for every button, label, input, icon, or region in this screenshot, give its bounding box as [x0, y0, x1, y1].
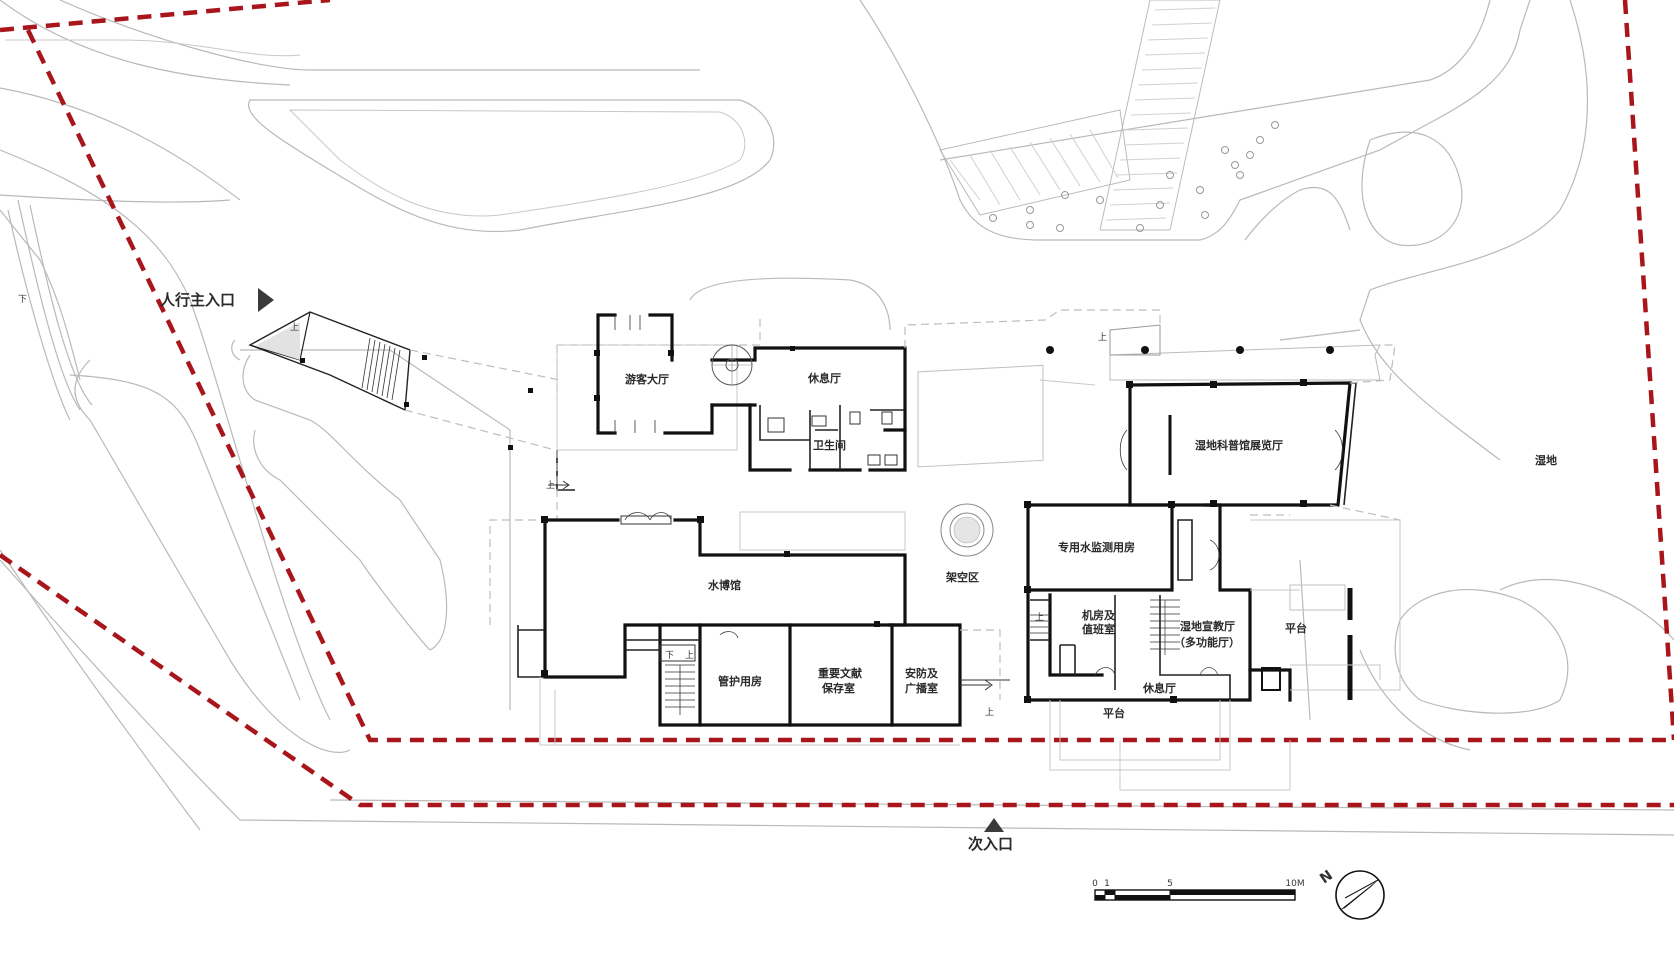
north-arrow-circle	[1335, 870, 1385, 920]
stair-up-label-entrance: 上	[290, 322, 299, 333]
stilt-area-feature	[917, 364, 1096, 557]
archive-room-label-2: 保存室	[821, 681, 855, 695]
wetland-classroom-label-1: 湿地宣教厅	[1180, 619, 1235, 633]
north-arrow: N	[1317, 867, 1385, 920]
machine-room-label-2: 值班室	[1082, 622, 1115, 636]
stair-up-label-east: 上	[1035, 612, 1044, 623]
stair-up-label-north: 上	[1098, 332, 1107, 343]
stair-down-label-museum: 下	[665, 651, 674, 661]
stair-up-label-south: 上	[985, 707, 994, 718]
north-arrow-needle-icon	[1340, 880, 1378, 910]
scale-tick-5: 5	[1167, 879, 1173, 889]
stair-down-label-left: 下	[18, 295, 27, 305]
scale-tick-0: 0	[1092, 879, 1098, 889]
site-boundary	[0, 0, 1674, 808]
platform-south-label: 平台	[1103, 706, 1125, 720]
wetland-label: 湿地	[1535, 453, 1557, 467]
visitor-hall-label: 游客大厅	[625, 372, 669, 386]
entrance-stair	[248, 311, 561, 451]
security-room-label-1: 安防及	[905, 666, 939, 680]
room-labels: 人行主入口 次入口 游客大厅 休息厅 卫生间 水博馆 架空区 湿地科普馆展览厅 …	[18, 291, 1557, 853]
water-museum	[517, 511, 960, 746]
landscape-lines	[0, 0, 1674, 836]
water-museum-label: 水博馆	[708, 578, 741, 592]
wetland-science-hall-label: 湿地科普馆展览厅	[1195, 438, 1283, 452]
pedestrian-main-entrance-label: 人行主入口	[160, 291, 235, 309]
stilt-area-label: 架空区	[945, 570, 979, 584]
scale-tick-10m: 10M	[1285, 879, 1304, 889]
machine-room-label-1: 机房及	[1082, 608, 1116, 622]
water-monitoring-room-label: 专用水监测用房	[1058, 540, 1135, 554]
south-row	[625, 621, 1010, 727]
east-wing	[1046, 324, 1401, 525]
security-room-label-2: 广播室	[905, 681, 938, 695]
connector-stair	[489, 450, 575, 625]
wetland-classroom-label-2: （多功能厅）	[1174, 635, 1240, 649]
east-south-cluster	[1024, 501, 1401, 791]
stair-markers	[258, 288, 1004, 832]
restroom-label: 卫生间	[813, 438, 846, 452]
north-arrow-letter: N	[1317, 867, 1336, 887]
stair-up-label-connector: 上	[546, 480, 555, 491]
stair-up-label-museum: 上	[685, 650, 694, 661]
maintenance-room-label: 管护用房	[718, 674, 762, 688]
north-wing	[556, 309, 1161, 472]
lounge-north-label: 休息厅	[807, 371, 841, 385]
scale-bar: 0 1 5 10M	[1092, 879, 1305, 901]
scale-tick-1: 1	[1104, 879, 1110, 889]
secondary-entrance-label: 次入口	[968, 835, 1013, 853]
platform-east-label: 平台	[1285, 621, 1307, 635]
archive-room-label-1: 重要文献	[818, 666, 862, 680]
lounge-south-label: 休息厅	[1142, 681, 1176, 695]
